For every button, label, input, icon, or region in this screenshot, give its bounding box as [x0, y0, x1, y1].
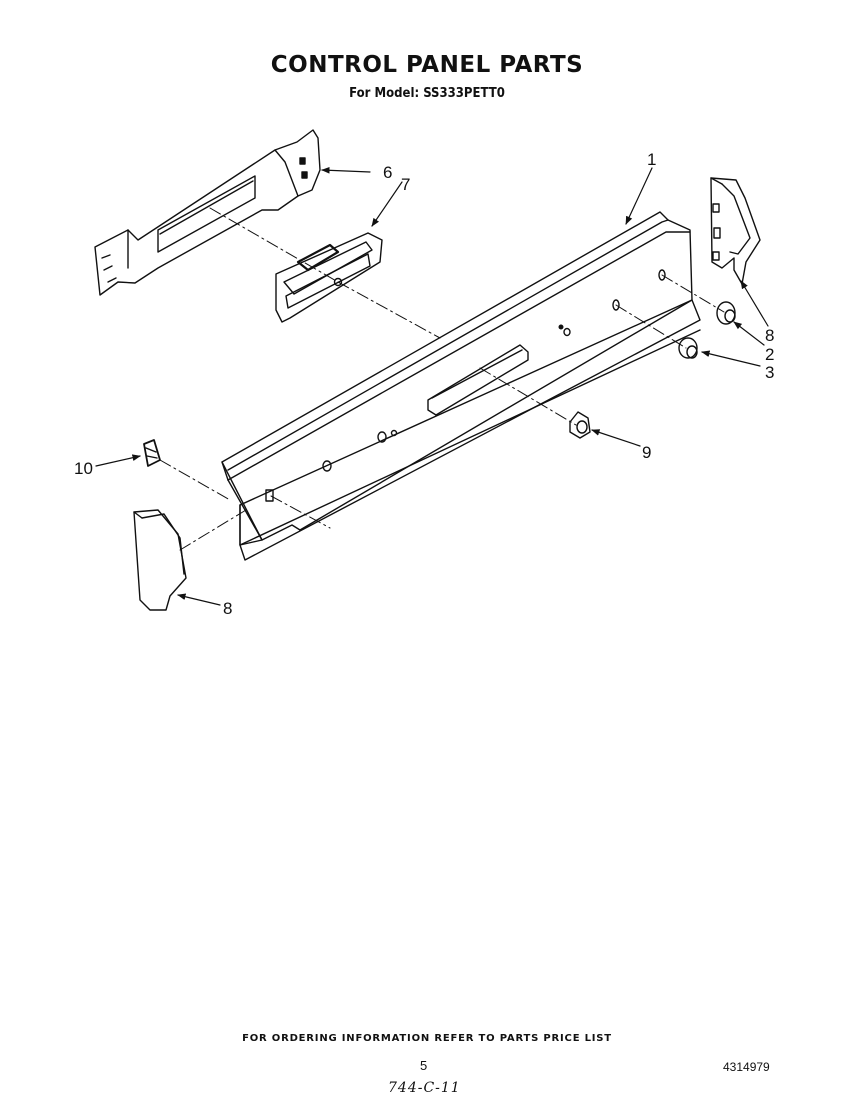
callout-8-right: 8 [765, 326, 774, 345]
ordering-note: FOR ORDERING INFORMATION REFER TO PARTS … [242, 1033, 612, 1044]
part-3-knob [678, 337, 698, 359]
callout-labels: 6 7 1 8 2 3 9 10 8 [74, 150, 774, 618]
assembly-lines [159, 207, 725, 551]
document-number: 4314979 [723, 1060, 770, 1074]
part-10-clip [143, 439, 161, 467]
callout-2: 2 [765, 345, 774, 364]
callout-9: 9 [642, 443, 651, 462]
callout-1: 1 [647, 150, 656, 169]
callout-7: 7 [401, 175, 410, 194]
part-9-knob [569, 411, 591, 439]
page-title: CONTROL PANEL PARTS [270, 52, 584, 78]
callout-6: 6 [383, 163, 392, 182]
part-7-display-housing [275, 232, 383, 323]
part-8-left-end-cap [133, 509, 187, 611]
callout-leaders [95, 166, 769, 606]
page-number: 5 [420, 1058, 428, 1073]
callout-8-left: 8 [223, 599, 232, 618]
part-8-right-end-cap [710, 177, 761, 285]
part-6-bracket [94, 129, 321, 296]
callout-10: 10 [74, 459, 93, 478]
model-subtitle: For Model: SS333PETT0 [349, 86, 505, 101]
handwritten-code: 744-C-11 [388, 1080, 461, 1096]
part-1-control-panel [221, 211, 701, 561]
part-8-grommet [716, 301, 736, 325]
callout-3: 3 [765, 363, 774, 382]
